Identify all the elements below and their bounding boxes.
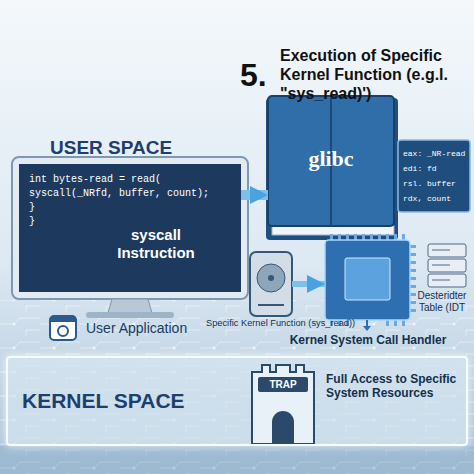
circuit-texture — [0, 300, 474, 474]
book-cover — [268, 96, 394, 226]
server-icon — [428, 244, 466, 287]
code-line: } — [29, 202, 49, 214]
app-symbol — [58, 326, 68, 336]
cpu-chip — [325, 237, 413, 331]
chip-pins — [410, 245, 416, 316]
heading: Execution of Specific Kernel Function (e… — [280, 46, 468, 104]
app-window — [50, 316, 76, 340]
register-line: rsl. buffer — [403, 179, 467, 189]
castle-wall — [252, 365, 314, 444]
register-panel — [398, 140, 470, 212]
syscall-handler-chip: Kernel System Call Handler — [325, 240, 410, 320]
hard-disk-icon — [250, 252, 292, 316]
floor-band — [0, 446, 474, 474]
instruction-label: syscall Instruction — [101, 226, 211, 262]
node-caption: Kernel System Call Handler — [283, 333, 453, 347]
library-book: glibc — [268, 96, 394, 226]
register-line: eax: _NR-read — [403, 149, 467, 159]
code-line: syscall(_NRfd, buffer, count); — [29, 188, 234, 200]
region-title: KERNEL SPACE — [22, 388, 222, 413]
monitor — [12, 157, 248, 318]
castle-sign: TRAP — [250, 379, 316, 391]
node-caption: Specific Kernel Function (sys_read)) — [206, 318, 338, 329]
app-icon — [50, 316, 76, 340]
flow-arrow — [292, 281, 325, 287]
book-title: glibc — [268, 146, 394, 172]
trap-castle: TRAP — [250, 362, 316, 444]
disk-slot — [258, 304, 284, 306]
node-caption: Desteridter Table (IDT — [414, 290, 470, 314]
chip-body — [325, 240, 410, 320]
chip-down-arrow-head — [363, 326, 371, 331]
monitor-screen — [19, 164, 241, 292]
step-number: 5. — [240, 56, 280, 94]
region-title: USER SPACE — [50, 137, 220, 160]
chip-pins — [386, 320, 406, 326]
monitor-neck — [108, 299, 152, 313]
chip-die — [345, 258, 390, 300]
server-slots — [432, 250, 450, 280]
code-line: int bytes-read = read( — [29, 174, 234, 186]
register-box: eax: _NR-read edi: fd rsl. buffer rdx, coun… — [398, 140, 470, 212]
monitor-base — [86, 312, 174, 318]
castle-outline — [250, 362, 316, 444]
register-line: edi: fd — [403, 164, 467, 174]
glibc-book — [266, 96, 398, 240]
castle-gate — [272, 411, 294, 444]
chip-pins — [330, 234, 406, 240]
disk-hub — [268, 275, 274, 281]
app-titlebar — [51, 317, 75, 322]
descriptor-table-icon: Desteridter Table (IDT — [428, 244, 466, 287]
chip-down-arrow — [366, 320, 368, 327]
kernel-function-icon: Specific Kernel Function (sys_read)) — [250, 252, 292, 316]
register-line: rdx, count — [403, 194, 467, 204]
disk-platter — [257, 264, 285, 292]
disk-case — [250, 252, 292, 316]
kernel-space-band: KERNEL SPACE Full Access to Specific Syst… — [6, 356, 468, 446]
code-line: } — [29, 216, 49, 228]
book-pages — [272, 226, 394, 235]
flow-arrow — [241, 190, 268, 200]
monitor-screen-box: int bytes-read = read( syscall(_NRfd, buf… — [19, 164, 241, 292]
region-note: Full Access to Specific System Resources — [326, 372, 462, 401]
monitor-frame — [12, 157, 248, 299]
